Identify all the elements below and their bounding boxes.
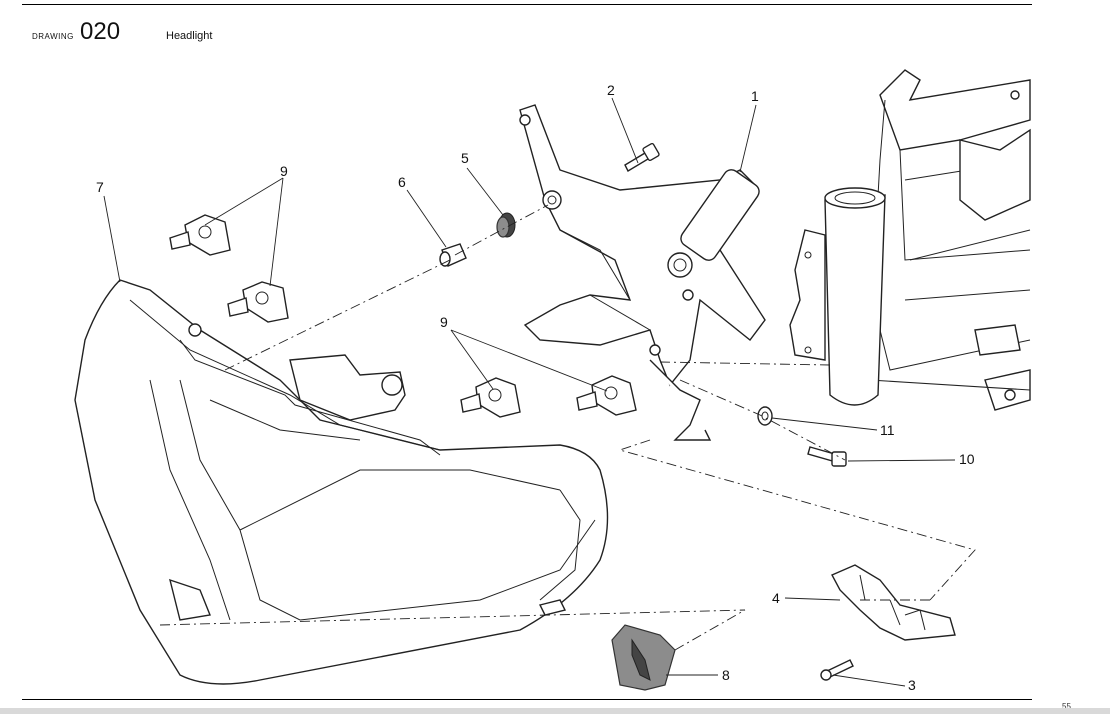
callout-5: 5: [461, 150, 469, 166]
cover-part-8: [611, 624, 676, 691]
spacer-part-6: [439, 243, 467, 267]
drawing-label: DRAWING: [32, 32, 74, 41]
assembly-lines: [159, 204, 976, 651]
headlight-assembly-part-7: [74, 279, 609, 685]
callout-11: 11: [880, 422, 895, 438]
bulb-part-9-lower: [460, 377, 521, 418]
callout-9-lower: 9: [440, 314, 448, 330]
callout-4: 4: [772, 590, 780, 606]
callout-3: 3: [908, 677, 916, 693]
bulb-part-9-upper-2: [227, 281, 289, 323]
drawing-number: 020: [80, 18, 121, 45]
screw-part-3: [820, 659, 854, 681]
washer-part-11: [757, 406, 773, 426]
callout-7: 7: [96, 179, 104, 195]
headlight-support-part-1: [519, 104, 766, 441]
wiring-guide-part-4: [831, 564, 956, 641]
callout-1: 1: [751, 88, 759, 104]
leader-lines: [103, 97, 956, 687]
top-rule: [22, 4, 1032, 5]
footer-band: [0, 708, 1110, 714]
callout-2: 2: [607, 82, 615, 98]
bolt-part-10: [807, 446, 847, 467]
frame-part: [869, 69, 1031, 411]
bottom-rule: [22, 699, 1032, 700]
page-number: 55: [1062, 702, 1071, 711]
callout-9-upper: 9: [280, 163, 288, 179]
bulb-part-9-lower-2: [576, 375, 637, 416]
bulb-part-9-upper: [169, 214, 231, 256]
drawing-title: Headlight: [166, 30, 213, 42]
callout-8: 8: [722, 667, 730, 683]
bolt-part-2: [624, 142, 660, 172]
callout-10: 10: [959, 451, 975, 467]
head-tube: [789, 187, 886, 406]
callout-6: 6: [398, 174, 406, 190]
grommet-part-5: [496, 212, 516, 238]
callout-labels: 1 2 3 4 5 6 7 8 9 9 10 11: [96, 82, 975, 693]
